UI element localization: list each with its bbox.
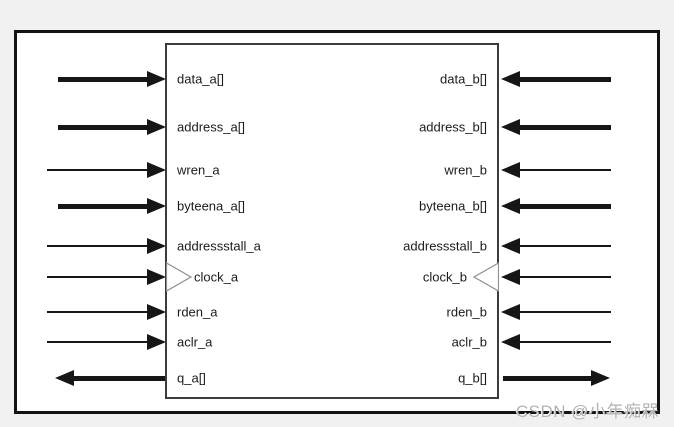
port-label-rden-b: rden_b [446,304,487,320]
port-label-aclr-a: aclr_a [177,334,213,350]
port-label-q-a: q_a[] [177,370,206,386]
port-label-addressstall-a: addressstall_a [177,238,261,254]
port-label-wren-a: wren_a [177,162,220,178]
port-label-address-b: address_b[] [419,119,487,135]
port-label-data-a: data_a[] [177,71,224,87]
port-label-data-b: data_b[] [440,71,487,87]
port-label-wren-b: wren_b [444,162,487,178]
ram-block [165,43,499,399]
port-label-byteena-a: byteena_a[] [177,198,245,214]
port-label-clock-a: clock_a [194,269,239,285]
port-label-addressstall-b: addressstall_b [403,238,487,254]
port-label-address-a: address_a[] [177,119,245,135]
port-label-q-b: q_b[] [458,370,487,386]
port-label-rden-a: rden_a [177,304,218,320]
clock-a-edge-icon [166,262,193,292]
port-label-aclr-b: aclr_b [451,334,487,350]
csdn-watermark: CSDN @小年痴槑 [515,402,659,421]
port-label-clock-b: clock_b [422,269,467,285]
port-label-byteena-b: byteena_b[] [419,198,487,214]
clock-b-edge-icon [472,262,499,292]
